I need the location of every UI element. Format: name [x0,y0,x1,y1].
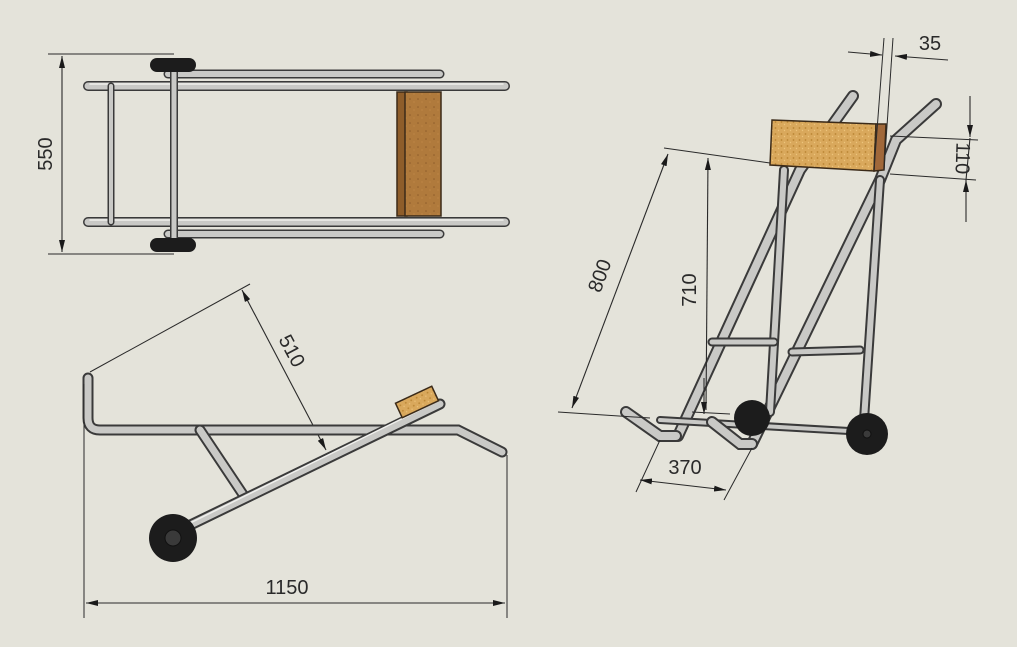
wheel-side [149,514,197,562]
side-frame [82,372,508,538]
side-view: 510 1150 [82,283,508,618]
dimension-35: 35 [847,33,949,171]
wheel-iso-right [846,413,888,455]
wheel-iso-left [734,400,770,436]
dimension-label-110: 110 [950,142,973,175]
dimension-label-510: 510 [274,331,309,371]
dimension-550: 550 [35,53,174,255]
dimension-label-370: 370 [668,457,701,479]
wheel-top-upper [150,58,196,72]
dimension-label-710: 710 [679,273,701,306]
dimension-800: 800 [557,147,771,419]
mounting-board-side [394,385,440,419]
iso-view: 35 110 800 710 [557,33,979,501]
mounting-board-iso [769,119,887,172]
dimension-label-800: 800 [584,257,616,296]
dimension-710: 710 [679,157,731,415]
dimension-110: 110 [889,96,979,222]
wheel-top-lower [150,238,196,252]
mounting-board-top [396,91,442,217]
frame-tubes [83,66,510,242]
dimension-label-550: 550 [35,137,57,170]
dimension-1150: 1150 [83,384,508,618]
top-view: 550 [35,53,510,255]
dimension-label-35: 35 [919,33,941,55]
dimension-370: 370 [635,439,753,501]
iso-frame [620,90,942,450]
dimension-label-1150: 1150 [265,577,308,599]
